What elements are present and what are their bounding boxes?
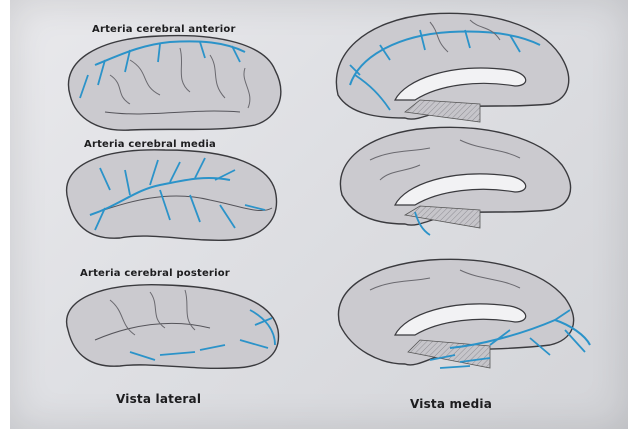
textbook-page: Arteria cerebral anterior Arteria cerebr… [10,0,628,429]
lateral-brain-posterior [67,285,279,369]
medial-brain-media [340,127,570,235]
lateral-brain-media [67,150,277,240]
medial-brain-anterior [336,13,568,122]
medial-brain-posterior [338,259,590,368]
brain-illustrations [10,0,628,429]
lateral-brain-anterior [68,36,280,131]
